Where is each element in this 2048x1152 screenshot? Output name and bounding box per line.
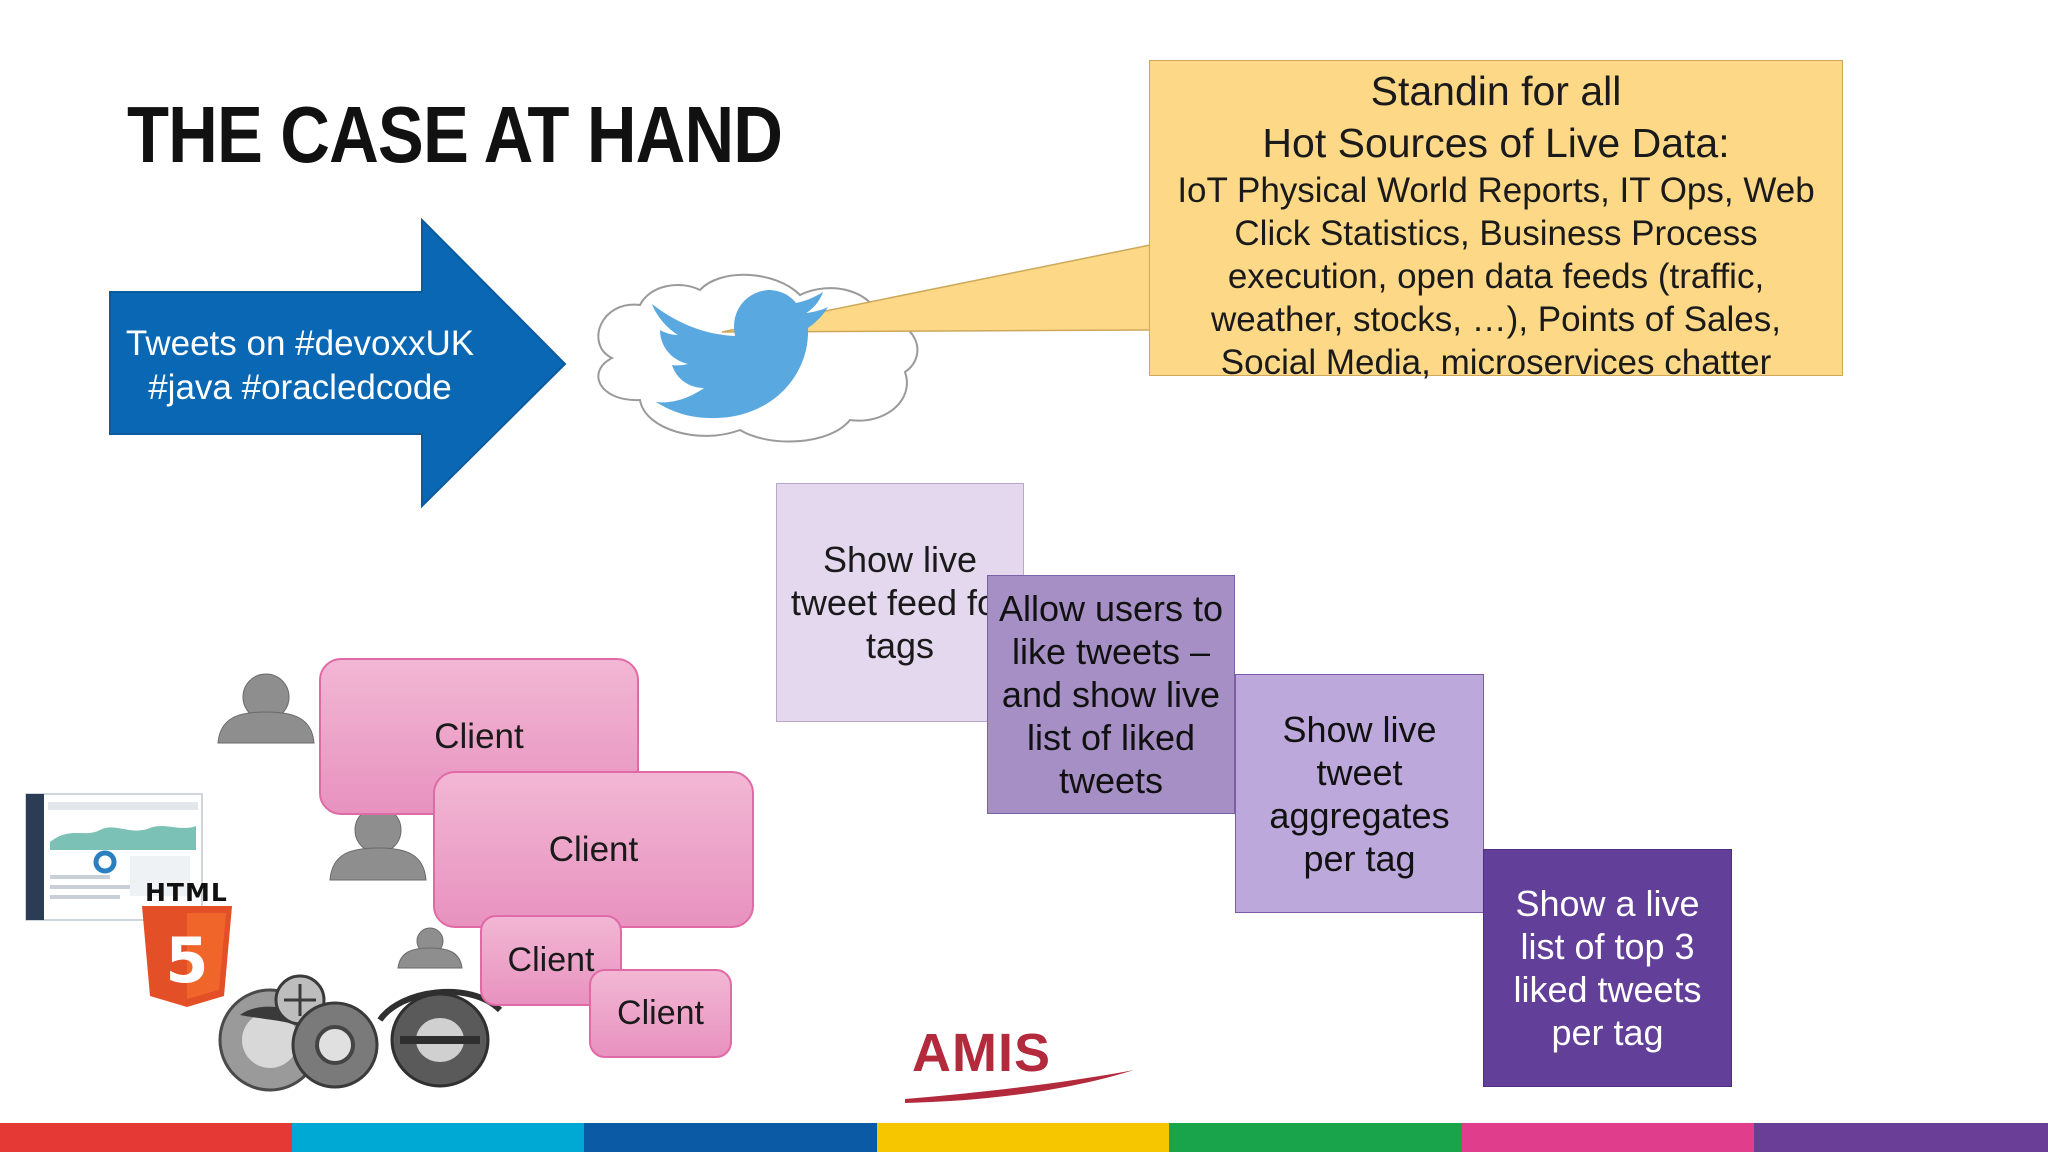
requirement-line: Show live bbox=[822, 539, 978, 580]
requirement-line: per tag bbox=[1303, 837, 1416, 879]
html5-label: HTML bbox=[145, 878, 228, 907]
stripe-segment bbox=[1754, 1123, 2048, 1152]
color-stripe bbox=[0, 1123, 2048, 1152]
requirement-line: aggregates bbox=[1269, 794, 1450, 836]
requirement-line: list of top 3 bbox=[1520, 926, 1695, 967]
requirement-line: like tweets – bbox=[1011, 631, 1211, 672]
html5-shield-icon: 5 bbox=[142, 906, 232, 1007]
requirement-line: tweet bbox=[1316, 751, 1403, 793]
stripe-segment bbox=[292, 1123, 584, 1152]
callout-title-line2: Hot Sources of Live Data: bbox=[1262, 120, 1730, 166]
slide-title: THE CASE AT HAND bbox=[127, 90, 783, 179]
requirement-box-aggregates: Show live tweet aggregates per tag bbox=[1235, 674, 1484, 913]
requirement-line: tweets bbox=[1058, 760, 1164, 801]
stripe-segment bbox=[0, 1123, 292, 1152]
tweets-arrow-line1: Tweets on #devoxxUK bbox=[125, 324, 475, 363]
requirement-line: Show a live bbox=[1515, 883, 1700, 924]
requirement-line: list of liked bbox=[1026, 717, 1196, 758]
client-box: Client bbox=[433, 771, 754, 928]
requirement-line: Show live bbox=[1282, 708, 1437, 750]
source-callout: Standin for all Hot Sources of Live Data… bbox=[1149, 60, 1843, 382]
requirement-box-live-feed: Show live tweet feed for tags bbox=[776, 483, 1024, 722]
browser-logos-icon bbox=[218, 974, 503, 1092]
stripe-segment bbox=[1462, 1123, 1754, 1152]
twitter-bird-icon bbox=[652, 290, 828, 419]
requirement-line: liked tweets bbox=[1513, 969, 1702, 1010]
callout-body-line: Click Statistics, Business Process bbox=[1234, 214, 1758, 253]
requirement-line: tweet feed for bbox=[790, 582, 1010, 623]
callout-body-line: execution, open data feeds (traffic, bbox=[1227, 257, 1765, 296]
requirement-box-top3: Show a live list of top 3 liked tweets p… bbox=[1483, 849, 1732, 1087]
callout-body-line: Social Media, microservices chatter bbox=[1220, 343, 1772, 382]
callout-body-line: weather, stocks, …), Points of Sales, bbox=[1211, 300, 1781, 339]
user-icon bbox=[217, 673, 463, 969]
stripe-segment bbox=[1169, 1123, 1462, 1152]
amis-swoosh bbox=[905, 1070, 1134, 1103]
tweets-arrow-line2: #java #oracledcode bbox=[148, 368, 452, 407]
html5-digit: 5 bbox=[165, 924, 208, 997]
tweets-arrow-label: Tweets on #devoxxUK #java #oracledcode bbox=[110, 322, 490, 410]
dashboard-thumbnail bbox=[25, 793, 203, 921]
requirement-line: and show live bbox=[1001, 674, 1221, 715]
stripe-segment bbox=[877, 1123, 1169, 1152]
amis-logo: AMIS bbox=[912, 1023, 1051, 1083]
callout-body-line: IoT Physical World Reports, IT Ops, Web bbox=[1177, 171, 1815, 210]
requirement-box-like-tweets: Allow users to like tweets – and show li… bbox=[987, 575, 1235, 814]
stripe-segment bbox=[584, 1123, 877, 1152]
arrow-shape bbox=[109, 217, 567, 509]
callout-title-line1: Standin for all bbox=[1370, 68, 1622, 114]
requirement-line: per tag bbox=[1551, 1012, 1664, 1053]
requirement-line: Allow users to bbox=[998, 588, 1224, 629]
client-box: Client bbox=[589, 969, 732, 1058]
requirement-line: tags bbox=[865, 625, 935, 666]
